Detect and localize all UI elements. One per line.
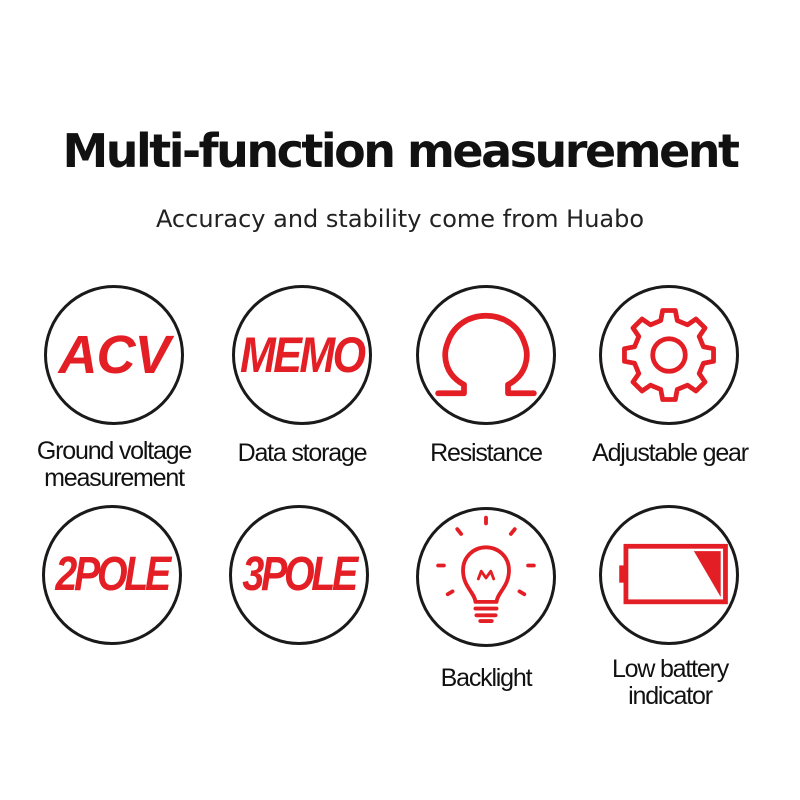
gear-icon xyxy=(622,308,716,402)
feature-label-low-battery: Low battery indicator xyxy=(611,655,729,710)
feature-label-backlight: Backlight xyxy=(440,664,533,692)
feature-label-data-storage: Data storage xyxy=(237,439,368,467)
memo-text: MEMO xyxy=(240,327,366,383)
acv-text: ACV xyxy=(58,325,170,385)
2pole-badge: 2POLE xyxy=(42,505,182,645)
feature-label-ground-voltage: Ground voltage measurement xyxy=(36,437,192,492)
page-title: Multi-function measurement xyxy=(62,124,740,178)
3pole-text: 3POLE xyxy=(242,548,359,601)
resistance-badge xyxy=(416,285,556,425)
low-battery-icon xyxy=(619,543,728,605)
3pole-badge: 3POLE xyxy=(229,505,369,645)
2pole-text: 2POLE xyxy=(55,548,172,601)
feature-label-adjustable-gear: Adjustable gear xyxy=(592,439,749,467)
backlight-badge xyxy=(416,507,556,647)
lightbulb-icon xyxy=(436,515,536,623)
acv-badge: ACV xyxy=(44,285,184,425)
omega-icon xyxy=(435,312,537,397)
memo-badge: MEMO xyxy=(232,285,372,425)
adjustable-gear-badge xyxy=(599,285,739,425)
low-battery-badge xyxy=(599,505,739,645)
page-subtitle: Accuracy and stability come from Huabo xyxy=(155,205,645,233)
feature-label-resistance: Resistance xyxy=(430,439,543,467)
